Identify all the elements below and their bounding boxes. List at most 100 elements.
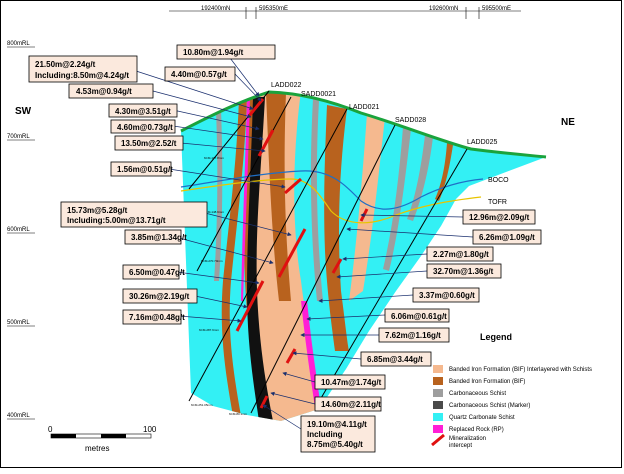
legend-label: Banded Iron Formation (BIF) <box>449 379 525 385</box>
intercept-label: 10.47m@1.74g/t <box>321 378 382 387</box>
scale-unit: metres <box>85 444 109 453</box>
legend-swatch-mineralization <box>431 433 445 447</box>
intercept-label: Including:8.50m@4.24g/t <box>35 71 129 80</box>
intercept-label: 6.06m@0.61g/t <box>391 312 447 321</box>
legend-label: Carbonaceous Schist <box>449 391 506 397</box>
bif-schist-unit-east <box>349 113 385 301</box>
boco-label: BOCO <box>488 177 509 184</box>
drill-trace-sadd0021 <box>196 96 292 272</box>
intercept-label: 7.62m@1.16g/t <box>385 331 441 340</box>
hole-label-sadd028: SADD028 <box>395 117 426 124</box>
bif-unit-1 <box>266 93 291 301</box>
tofr-label: TOFR <box>488 199 507 206</box>
rl-label-800: 800mRL <box>7 41 30 47</box>
direction-ne: NE <box>561 117 575 128</box>
intercept-label: 2.27m@1.80g/t <box>433 250 489 259</box>
intercept-label: 21.50m@2.24g/t <box>35 60 96 69</box>
legend-label: Banded Iron Formation (BIF) Interlayered… <box>449 367 592 373</box>
leader-lines <box>135 53 474 430</box>
carbonaceous-schist-marker-unit <box>247 97 273 421</box>
intercept-label: 15.73m@5.28g/t <box>67 206 128 215</box>
intercept-label: 12.96m@2.09g/t <box>469 213 530 222</box>
replaced-rock-unit-2 <box>301 301 323 421</box>
intercept-label: 8.75m@5.40g/t <box>307 440 363 449</box>
hole-tag-4: 6CM-287.9mm <box>199 328 219 332</box>
intercept-label: 30.26m@2.19g/t <box>129 292 190 301</box>
intercept-label: Including:5.00m@13.71g/t <box>67 216 166 225</box>
intercept-label: 6.26m@1.09g/t <box>479 233 535 242</box>
legend-swatch-carbonaceous-schist <box>433 389 443 397</box>
intercept-label: 4.60m@0.73g/t <box>117 123 173 132</box>
legend-swatch-quartz-carbonate <box>433 413 443 421</box>
drill-trace-ladd025 <box>316 148 468 406</box>
rl-label-500: 500mRL <box>7 320 30 326</box>
carbonaceous-schist-unit-2 <box>407 135 433 221</box>
tofr-horizon-line <box>180 178 482 224</box>
intercept-label: 7.16m@0.48g/t <box>129 313 185 322</box>
intercept-labels: 10.80m@1.94g/t 21.50m@2.24g/t Including:… <box>28 44 542 453</box>
legend-label: Carbonaceous Schist (Marker) <box>449 403 530 409</box>
legend-swatch-bif-schist <box>433 365 443 373</box>
intercept-label: 19.10m@4.11g/t <box>307 420 367 429</box>
intercept-label: 3.37m@0.60g/t <box>419 291 475 300</box>
intercept-mark <box>247 98 265 117</box>
intercept-label: 10.80m@1.94g/t <box>183 48 244 57</box>
intercept-label: Including <box>307 430 343 439</box>
hole-tag-2: 6CM-148.9mm <box>204 210 224 214</box>
legend: Legend Banded Iron Formation (BIF) Inter… <box>431 332 592 449</box>
rl-label-700: 700mRL <box>7 134 30 140</box>
legend-label: Quartz Carbonate Schist <box>449 415 515 421</box>
hole-tag-6: 6CM-80.1mm <box>229 412 248 416</box>
intercept-mark <box>259 395 269 409</box>
drill-trace-sadd028 <box>250 124 396 414</box>
drill-trace-ladd021 <box>188 108 348 402</box>
carbonaceous-schist-unit-3 <box>310 99 323 301</box>
legend-title: Legend <box>480 332 512 342</box>
hole-label-ladd022: LADD022 <box>271 82 301 89</box>
hole-tag-3: 6CM-270.70mm <box>201 259 223 263</box>
legend-swatch-bif <box>433 377 443 385</box>
hole-tag-5: 6CM-251.05mm <box>191 403 213 407</box>
legend-label: Mineralization <box>449 436 486 442</box>
intercept-label: 4.30m@3.51g/t <box>115 107 171 116</box>
hole-label-ladd021: LADD021 <box>349 104 379 111</box>
rl-label-600: 600mRL <box>7 227 30 233</box>
scale-start: 0 <box>48 425 53 434</box>
intercept-label: 32.70m@1.36g/t <box>433 267 494 276</box>
header-coord-4: 595500mE <box>482 6 511 12</box>
hole-label-ladd025: LADD025 <box>467 139 497 146</box>
rl-axis: 800mRL 700mRL 600mRL 500mRL 400mRL <box>7 41 35 420</box>
intercept-label: 6.50m@0.47g/t <box>129 268 185 277</box>
legend-label: intercept <box>449 443 472 449</box>
intercept-mark <box>331 258 343 274</box>
intercept-label: 4.53m@0.94g/t <box>76 87 132 96</box>
legend-swatch-replaced-rock <box>433 425 443 433</box>
bif-unit-3 <box>221 97 247 416</box>
header-coord-3: 192600mN <box>429 6 458 12</box>
intercept-label: 3.85m@1.34g/t <box>131 233 187 242</box>
rl-label-400: 400mRL <box>7 413 30 419</box>
topography-line <box>180 90 547 159</box>
legend-label: Replaced Rock (RP) <box>449 427 504 433</box>
carbonaceous-schist-unit-4 <box>214 109 223 281</box>
bif-unit-4 <box>324 105 349 351</box>
legend-swatch-carbonaceous-marker <box>433 401 443 409</box>
hole-tag-1: 6CM-137.8mm <box>204 156 224 160</box>
intercept-label: 14.60m@2.11g/t <box>321 400 381 409</box>
carbonaceous-schist-unit-1 <box>383 127 411 271</box>
intercept-label: 13.50m@2.52/t <box>121 139 177 148</box>
scale-end: 100 <box>143 425 157 434</box>
intercept-label: 6.85m@3.44g/t <box>367 355 423 364</box>
direction-sw: SW <box>15 106 32 117</box>
bif-unit-5 <box>435 143 453 201</box>
intercept-mark <box>277 228 307 278</box>
replaced-rock-unit-1 <box>241 97 250 301</box>
scale-bar: 0 100 metres <box>48 425 157 453</box>
header-coord-2: 595350mE <box>259 6 288 12</box>
hole-label-sadd0021: SADD0021 <box>301 91 336 98</box>
intercept-label: 4.40m@0.57g/t <box>171 70 227 79</box>
intercept-label: 1.56m@0.51g/t <box>117 165 173 174</box>
header-coord-1: 192400mN <box>201 6 230 12</box>
